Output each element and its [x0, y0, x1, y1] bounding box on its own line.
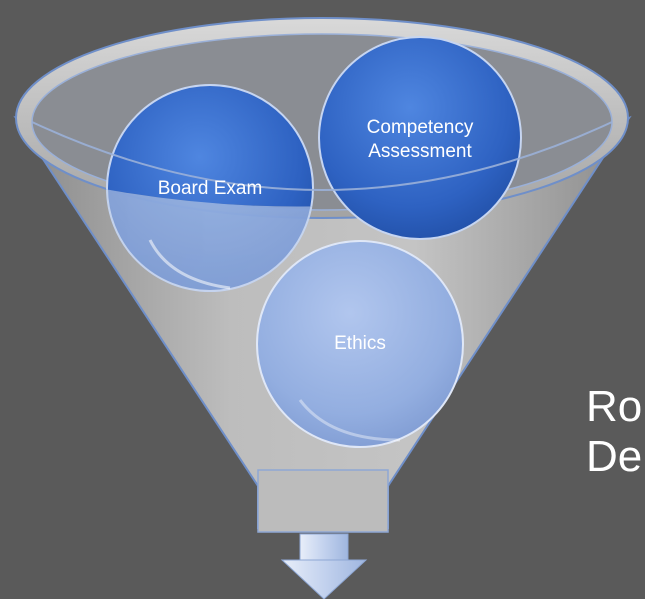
side-heading: Ro De — [586, 382, 642, 482]
circle-ethics — [256, 240, 464, 448]
funnel-rim-front — [31, 121, 613, 191]
side-heading-line-1: Ro — [586, 382, 643, 431]
funnel-spout — [257, 469, 389, 533]
circle-competency — [318, 36, 522, 240]
side-heading-line-2: De — [586, 432, 643, 481]
down-arrow-icon — [280, 533, 368, 599]
